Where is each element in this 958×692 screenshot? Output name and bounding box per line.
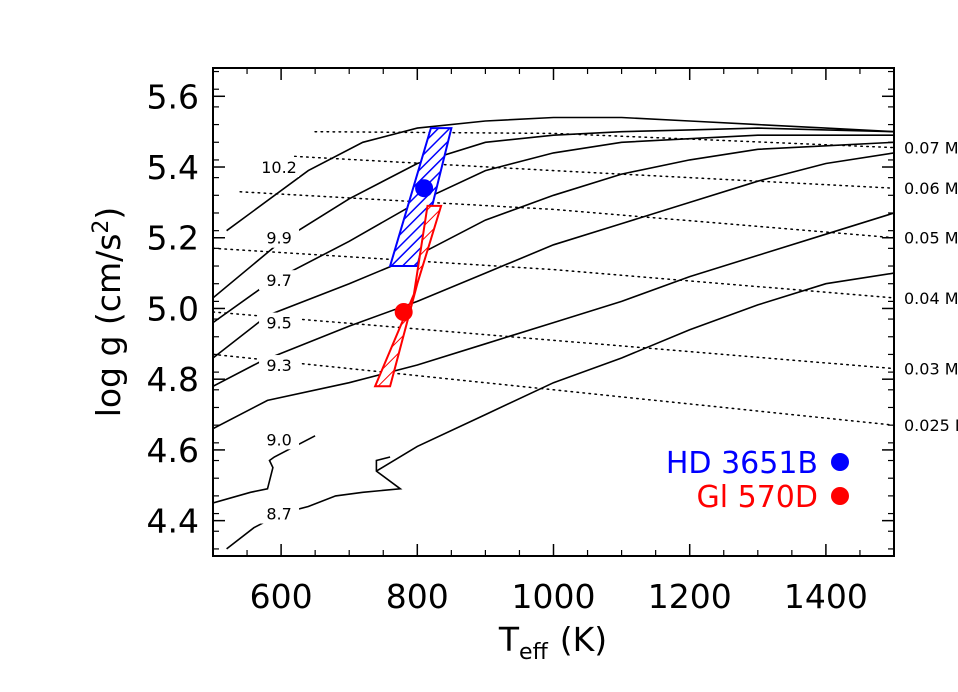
mass-label-0.06: 0.06 M [904, 179, 958, 198]
data-points [394, 179, 434, 321]
legend-label-gl570d: Gl 570D [697, 480, 818, 515]
y-axis-title-superscript: 2 [89, 220, 114, 234]
mass-label-0.07: 0.07 M [904, 139, 958, 158]
isochrone-label-10.2: 10.2 [261, 158, 297, 177]
x-tick-label-1200: 1200 [648, 577, 732, 616]
isochrone-line-9.0 [213, 212, 894, 430]
y-tick-label-5.2: 5.2 [147, 219, 199, 258]
isochrone-line-9.7 [213, 134, 894, 324]
isochrone-line-8.7 [213, 435, 316, 504]
isochrone-label-bg-9.0 [259, 429, 300, 450]
mass-track-0.04 [213, 247, 894, 299]
x-tick-label-1000: 1000 [512, 577, 596, 616]
y-tick-label-5: 5.0 [147, 289, 199, 328]
isochrone-label-bg-8.7 [259, 503, 300, 524]
isochrone-label-9.3: 9.3 [266, 356, 291, 375]
mass-track-0.06 [293, 155, 894, 189]
isochrone-label-bg-9.5 [259, 312, 300, 333]
y-axis-title: log g (cm/s2) [89, 207, 128, 418]
isochrone-line-10.2 [226, 116, 894, 232]
point-hd-3651b [415, 179, 434, 198]
isochrone-line-9.9 [213, 127, 894, 299]
y-tick-label-4.6: 4.6 [147, 431, 199, 470]
legend: HD 3651B Gl 570D [666, 446, 849, 515]
mass-label-0.025: 0.025 M [904, 416, 958, 435]
isochrone-label-9.7: 9.7 [266, 271, 291, 290]
mass-label-0.05: 0.05 M [904, 229, 958, 248]
isochrone-label-9.0: 9.0 [266, 430, 291, 449]
x-axis-title-unit: (K) [560, 620, 607, 659]
y-axis-title-end: ) [89, 207, 128, 220]
isochrone-label-bg-9.3 [259, 355, 300, 376]
x-tick-label-800: 800 [386, 577, 449, 616]
mass-track-0.07 [314, 130, 894, 149]
region-gl-570d [373, 204, 443, 388]
mass-tracks [213, 130, 894, 426]
mass-label-0.04: 0.04 M [904, 289, 958, 308]
mass-label-0.03: 0.03 M [904, 360, 958, 379]
x-axis-title-subscript: eff [519, 640, 549, 665]
legend-label-hd3651b: HD 3651B [666, 446, 818, 481]
isochrone-label-bg-9.9 [259, 227, 300, 248]
y-tick-label-4.4: 4.4 [147, 502, 199, 541]
x-axis-title: Teff(K) [498, 620, 607, 665]
y-tick-label-5.4: 5.4 [147, 148, 199, 187]
isochrone-label-9.9: 9.9 [266, 229, 291, 248]
isochrone-label-bg-9.7 [259, 270, 300, 291]
uncertainty-regions [373, 127, 453, 388]
mass-track-0.03 [213, 311, 894, 370]
legend-marker-hd3651b [831, 453, 849, 471]
point-gl-570d [394, 303, 413, 321]
isochrone-label-8.7: 8.7 [266, 505, 291, 524]
y-tick-label-4.8: 4.8 [147, 360, 199, 399]
isochrone-line-branch-7 [226, 456, 403, 550]
isochrone-labels: 10.2 9.9 9.7 9.5 9.3 9.0 8.7 [259, 157, 300, 524]
axis-ticks: 600 800 1000 1200 1400 4.4 4.6 4.8 5.0 5.2 5.4 5.6 [147, 68, 895, 616]
isochrone-label-9.5: 9.5 [266, 314, 291, 333]
x-tick-label-600: 600 [250, 577, 313, 616]
y-tick-label-5.6: 5.6 [147, 77, 199, 116]
region-hd-3651b [388, 127, 453, 267]
isochrone-line-branch-8 [375, 272, 894, 472]
isochrone-line-9.3 [213, 152, 894, 388]
isochrone-line-9.5 [213, 141, 894, 359]
isochrone-label-bg-10.2 [259, 157, 300, 178]
x-tick-label-1400: 1400 [784, 577, 868, 616]
legend-marker-gl570d [831, 487, 849, 505]
mass-track-0.05 [239, 191, 894, 239]
mass-labels: 0.07 M 0.06 M 0.05 M 0.04 M 0.03 M 0.025 M [904, 139, 958, 436]
mass-track-0.025 [213, 353, 894, 426]
